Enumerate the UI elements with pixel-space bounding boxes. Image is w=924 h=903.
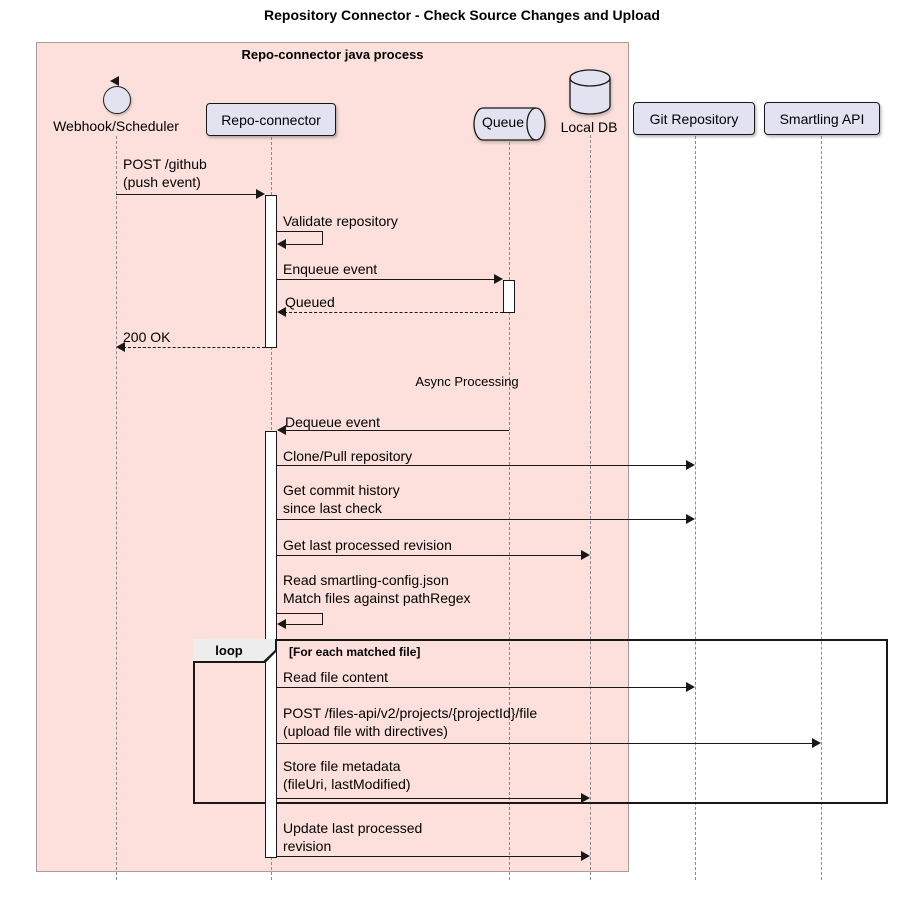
message-line-dashed xyxy=(279,312,503,313)
message-line xyxy=(277,798,588,799)
message-label: Clone/Pull repository xyxy=(283,448,413,464)
message-line xyxy=(277,743,819,744)
control-icon xyxy=(103,86,131,114)
message-label: POST /github(push event) xyxy=(123,156,207,190)
message-line xyxy=(277,856,588,857)
message-line xyxy=(277,519,693,520)
participant-webhook-scheduler: Webhook/Scheduler xyxy=(53,118,179,134)
arrowhead-right xyxy=(686,460,695,470)
activation-repo-1 xyxy=(265,195,277,348)
loop-keyword: loop xyxy=(215,643,243,658)
process-box xyxy=(36,42,629,872)
message-label: Get last processed revision xyxy=(283,537,452,553)
message-label: 200 OK xyxy=(123,329,171,345)
lifeline-git-repository xyxy=(695,136,696,880)
lifeline-smartling-api xyxy=(821,136,822,880)
message-label: Validate repository xyxy=(283,213,398,229)
participant-local-db: Local DB xyxy=(560,119,618,135)
activation-queue xyxy=(503,280,515,313)
self-message-line xyxy=(286,624,323,625)
participant-queue: Queue xyxy=(481,114,525,130)
message-label: Read file content xyxy=(283,669,389,685)
lifeline-webhook xyxy=(116,136,117,880)
message-line xyxy=(279,430,509,431)
diagram-title: Repository Connector - Check Source Chan… xyxy=(264,7,660,23)
message-label: Store file metadata(fileUri, lastModifie… xyxy=(283,758,411,792)
self-message-line xyxy=(322,613,323,624)
arrowhead-left xyxy=(277,425,286,435)
message-label: POST /files-api/v2/projects/{projectId}/… xyxy=(283,705,538,739)
lifeline-local-db xyxy=(590,135,591,880)
arrowhead-right xyxy=(581,851,590,861)
database-icon xyxy=(569,69,611,115)
message-label: Enqueue event xyxy=(283,261,378,277)
queue-icon xyxy=(473,107,546,141)
participant-smartling-api: Smartling API xyxy=(764,102,880,135)
async-processing-divider: Async Processing xyxy=(415,374,519,389)
arrowhead-left xyxy=(116,342,125,352)
control-icon-arrow xyxy=(110,76,119,86)
arrowhead-right xyxy=(686,514,695,524)
self-message-line xyxy=(277,613,323,614)
arrowhead-right xyxy=(581,793,590,803)
message-line xyxy=(277,279,501,280)
participant-git-repository: Git Repository xyxy=(633,102,755,135)
loop-fragment xyxy=(193,639,888,804)
message-line xyxy=(277,465,693,466)
arrowhead-left xyxy=(277,619,286,629)
arrowhead-left xyxy=(277,307,286,317)
message-line xyxy=(277,687,693,688)
message-line xyxy=(116,194,263,195)
arrowhead-left xyxy=(277,239,286,249)
message-label: Dequeue event xyxy=(285,414,380,430)
arrowhead-right xyxy=(581,550,590,560)
loop-condition: [For each matched file] xyxy=(289,645,421,659)
arrowhead-right xyxy=(686,682,695,692)
process-box-label: Repo-connector java process xyxy=(241,47,424,62)
message-line xyxy=(277,555,588,556)
message-line-dashed xyxy=(118,347,265,348)
arrowhead-right xyxy=(256,189,265,199)
self-message-line xyxy=(322,231,323,244)
arrowhead-right xyxy=(812,738,821,748)
self-message-line xyxy=(277,231,323,232)
self-message-line xyxy=(286,244,323,245)
loop-label-pentagon xyxy=(193,639,275,661)
participant-repo-connector: Repo-connector xyxy=(206,103,336,136)
message-label: Queued xyxy=(285,294,335,310)
arrowhead-right xyxy=(494,274,503,284)
lifeline-queue xyxy=(509,142,510,880)
